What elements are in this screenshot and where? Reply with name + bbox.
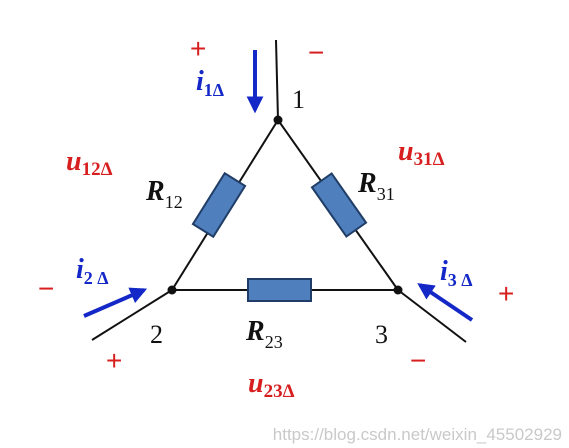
i2-main: i [76, 254, 84, 285]
resistor-label-r12: R12 [145, 176, 183, 212]
node-dot-2 [167, 285, 177, 295]
resistor-r31 [310, 172, 368, 238]
node-dot-1 [273, 115, 283, 125]
polarity-top-plus: + [190, 33, 206, 64]
current-label-i2: i2 Δ [76, 254, 109, 288]
r12-sub: 12 [165, 192, 183, 212]
node-dot-3 [393, 285, 403, 295]
r31-sub: 31 [377, 184, 395, 204]
r23-main: R [245, 316, 265, 347]
voltage-label-u31: u31Δ [398, 136, 445, 170]
lead-wire-1 [275, 39, 279, 121]
r12-main: R [145, 176, 165, 207]
polarity-right-plus: + [498, 278, 514, 309]
u23-sub: 23Δ [264, 381, 295, 402]
u31-main: u [398, 136, 414, 167]
polarity-right-minus: − [410, 345, 426, 376]
polarity-top-minus: − [308, 37, 324, 68]
node-label-3: 3 [375, 320, 388, 349]
resistor-r23 [247, 278, 312, 302]
current-arrow-i2 [83, 287, 148, 318]
polarity-left-minus: − [38, 273, 54, 304]
node-label-2: 2 [150, 320, 163, 349]
i3-sub: 3 Δ [448, 270, 473, 290]
resistor-label-r31: R31 [357, 168, 395, 204]
polarity-left-plus: + [106, 345, 122, 376]
u31-sub: 31Δ [414, 149, 445, 170]
node-label-1: 1 [292, 85, 305, 114]
current-label-i1: i1Δ [196, 66, 224, 100]
voltage-label-u23: u23Δ [248, 368, 295, 402]
i2-sub: 2 Δ [84, 268, 109, 288]
voltage-label-u12: u12Δ [66, 146, 113, 180]
lead-wire-2 [91, 289, 173, 341]
u12-main: u [66, 146, 82, 177]
u12-sub: 12Δ [82, 159, 113, 180]
resistor-r12 [191, 171, 247, 239]
watermark-url: https://blog.csdn.net/weixin_45502929 [273, 425, 562, 444]
resistor-label-r23: R23 [245, 316, 283, 352]
r31-main: R [357, 168, 377, 199]
current-label-i3: i3 Δ [440, 256, 473, 290]
i1-main: i [196, 66, 204, 97]
r23-sub: 23 [265, 332, 283, 352]
lead-wire-3 [397, 289, 467, 343]
i3-main: i [440, 256, 448, 287]
u23-main: u [248, 368, 264, 399]
i1-sub: 1Δ [204, 80, 224, 100]
current-arrow-i3 [417, 283, 474, 322]
